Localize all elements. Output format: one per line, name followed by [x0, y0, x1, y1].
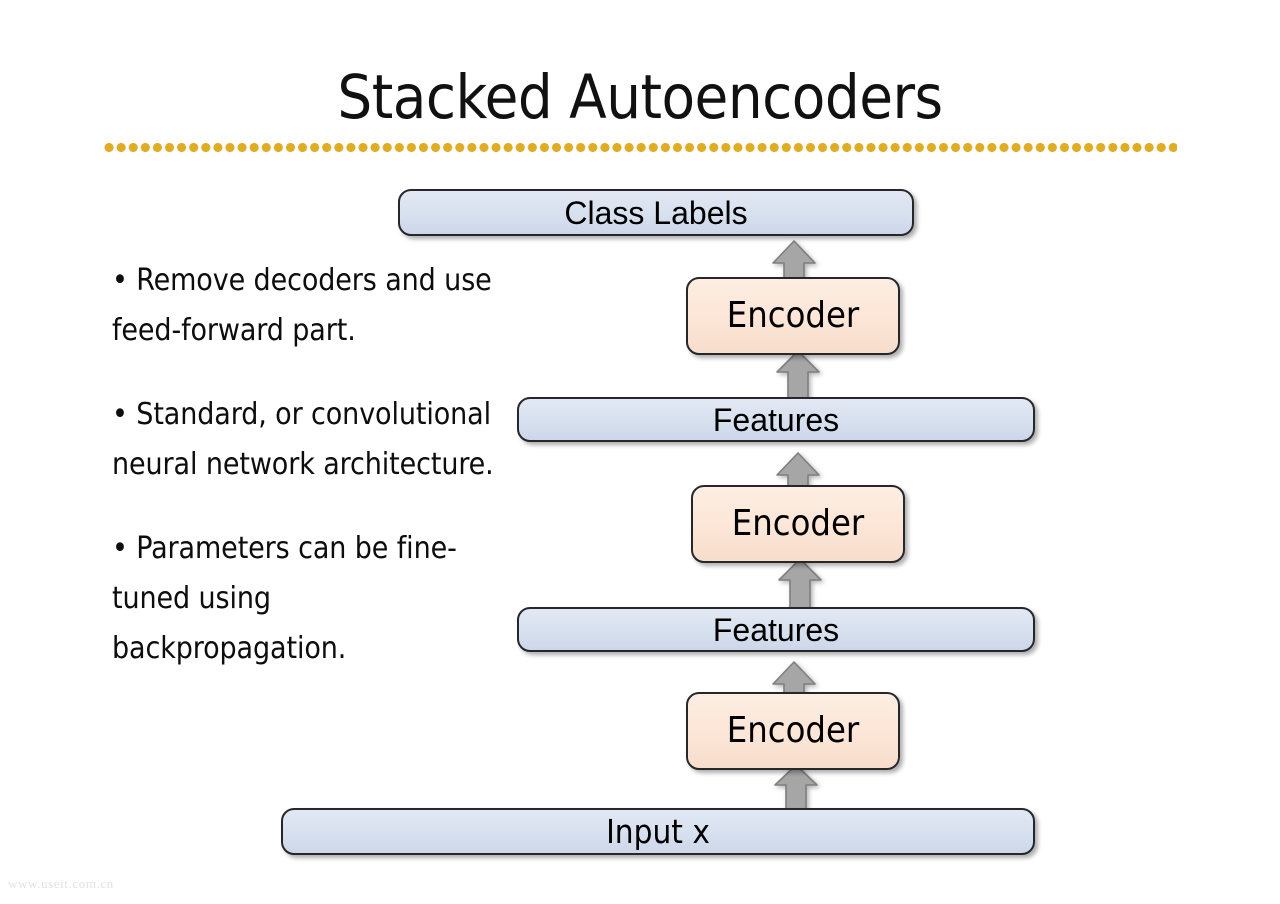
node-input-x[interactable]: Input x: [281, 808, 1035, 855]
title-divider-dotted-rule: [103, 143, 1177, 152]
bullet-item-3: • Parameters can be fine-tuned using bac…: [112, 531, 457, 666]
node-encoder-1[interactable]: Encoder: [686, 692, 900, 770]
site-watermark: www.useit.com.cn: [8, 876, 114, 891]
node-encoder-3[interactable]: Encoder: [686, 277, 900, 355]
node-input-x-label: Input x: [606, 811, 710, 851]
node-encoder-3-label: Encoder: [726, 295, 860, 336]
node-encoder-2-label: Encoder: [731, 503, 865, 544]
bullet-list: • Remove decoders and use feed-forward p…: [112, 256, 502, 674]
node-class-labels-label: Class Labels: [564, 194, 748, 231]
node-features-2-label: Features: [712, 401, 840, 438]
node-encoder-1-label: Encoder: [726, 710, 860, 751]
node-encoder-2[interactable]: Encoder: [691, 485, 905, 563]
page-title: Stacked Autoencoders: [337, 62, 943, 133]
bullet-item-1: • Remove decoders and use feed-forward p…: [112, 263, 492, 348]
node-features-2[interactable]: Features: [517, 397, 1035, 442]
bullet-item-2: • Standard, or convolutional neural netw…: [112, 397, 494, 482]
node-features-1-label: Features: [712, 611, 840, 648]
node-class-labels[interactable]: Class Labels: [398, 189, 914, 236]
node-features-1[interactable]: Features: [517, 607, 1035, 652]
